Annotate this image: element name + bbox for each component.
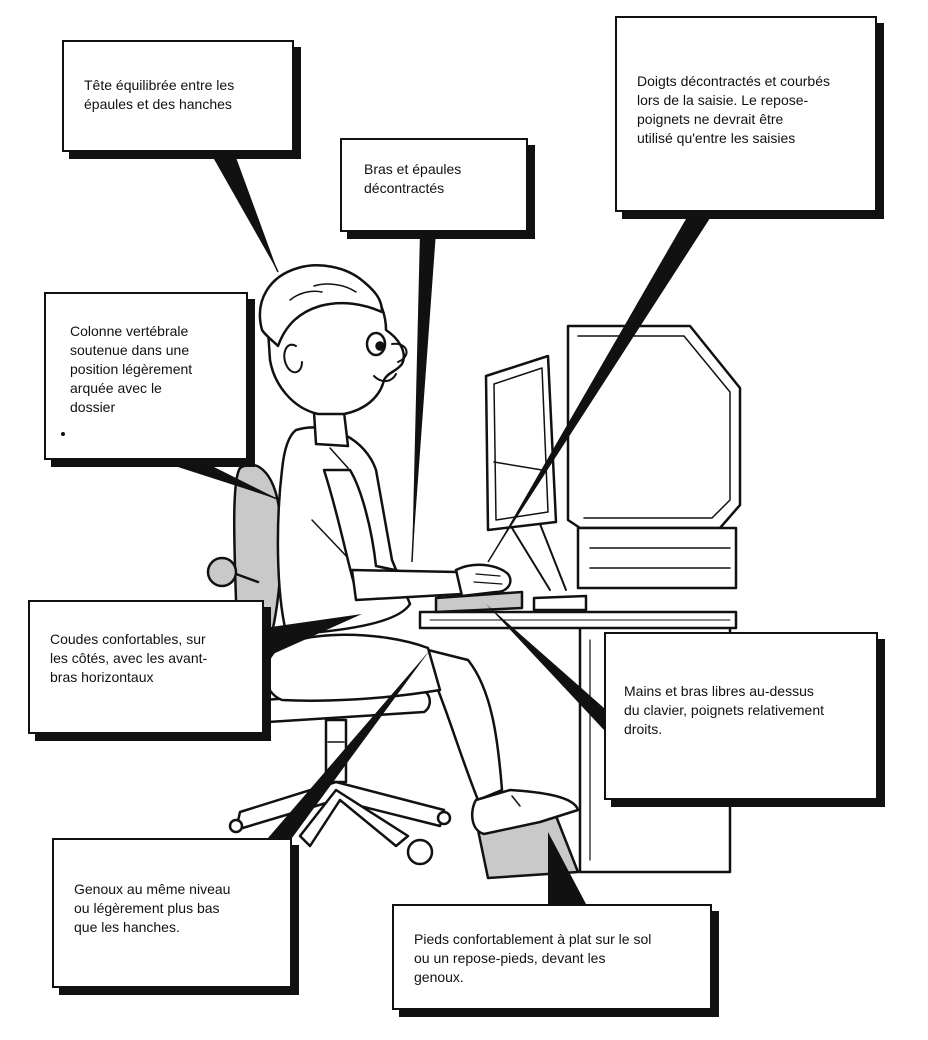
monitor — [484, 354, 567, 591]
callout-hands: Mains et bras libres au-dessus du clavie… — [604, 632, 878, 800]
callout-elbows-text: Coudes confortables, sur les côtés, avec… — [50, 631, 208, 685]
pointer-spine — [150, 458, 280, 500]
pointer-hands — [486, 604, 604, 730]
callout-feet: Pieds confortablement à plat sur le sol … — [392, 904, 712, 1010]
callout-arms-shoulders: Bras et épaules décontractés — [340, 138, 528, 232]
callout-hands-text: Mains et bras libres au-dessus du clavie… — [624, 683, 824, 737]
callout-arms-text: Bras et épaules décontractés — [364, 161, 462, 196]
pointer-fingers — [488, 212, 714, 562]
callout-head: Tête équilibrée entre les épaules et des… — [62, 40, 294, 152]
callout-feet-text: Pieds confortablement à plat sur le sol … — [414, 931, 652, 985]
pointer-knees — [268, 650, 430, 838]
callout-knees-text: Genoux au même niveau ou légèrement plus… — [74, 881, 231, 935]
callout-fingers: Doigts décontractés et courbés lors de l… — [615, 16, 877, 212]
callout-head-text: Tête équilibrée entre les épaules et des… — [84, 77, 235, 112]
desk — [418, 610, 738, 630]
callout-spine-text: Colonne vertébrale soutenue dans une pos… — [70, 323, 193, 415]
pointer-feet — [548, 832, 586, 904]
callout-elbows: Coudes confortables, sur les côtés, avec… — [28, 600, 264, 734]
pointer-elbows — [264, 614, 362, 658]
callout-spine: Colonne vertébrale soutenue dans une pos… — [44, 292, 248, 460]
pointer-head — [210, 152, 278, 272]
callout-fingers-text: Doigts décontractés et courbés lors de l… — [637, 73, 830, 146]
pointer-arms — [412, 232, 436, 562]
seated-person — [258, 264, 580, 836]
callout-pointers — [150, 152, 714, 904]
callout-knees: Genoux au même niveau ou légèrement plus… — [52, 838, 292, 988]
bullet-dot — [61, 432, 65, 436]
keyboard — [434, 590, 588, 614]
